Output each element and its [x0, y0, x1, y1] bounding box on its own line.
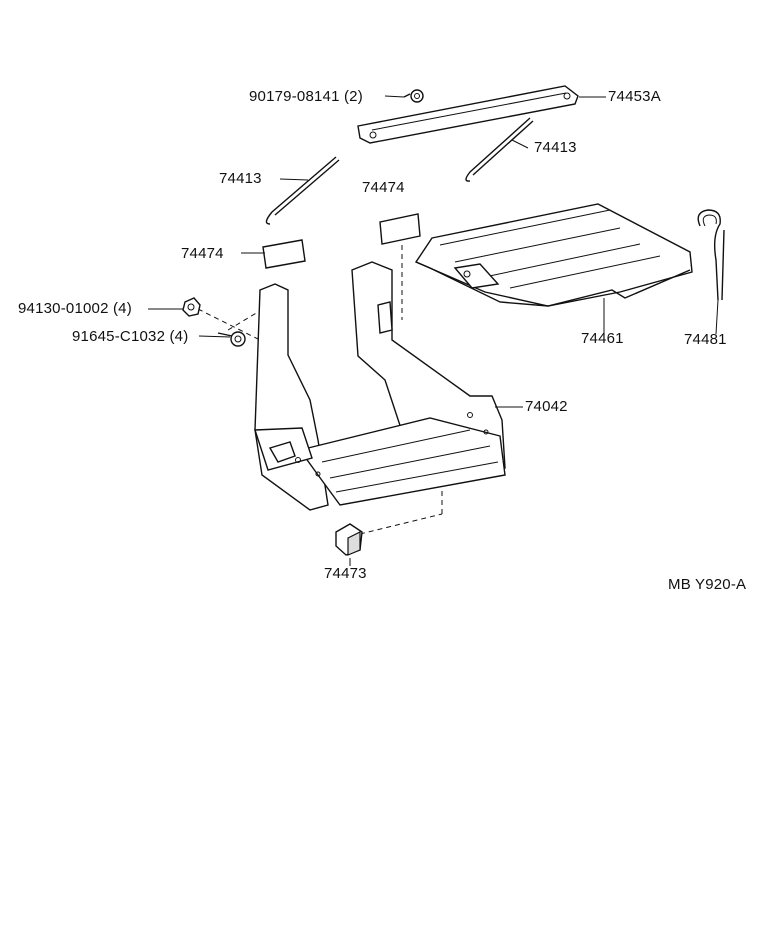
stopper-shape: [335, 523, 363, 556]
label-hold-down-rod: 74453A: [608, 88, 661, 105]
carrier: [254, 261, 506, 511]
label-nut: 94130-01002 (4): [18, 300, 132, 317]
battery-tray: [414, 203, 693, 307]
pad-left: [262, 239, 306, 269]
label-pad-left: 74474: [181, 245, 224, 262]
clamp-shape: [697, 209, 725, 301]
label-clamp-bolt-right: 74413: [534, 139, 577, 156]
label-carrier: 74042: [525, 398, 568, 415]
label-tray: 74461: [581, 330, 624, 347]
label-bolt: 91645-C1032 (4): [72, 328, 189, 345]
clamp-bolt-right: [465, 117, 534, 182]
label-stopper: 74473: [324, 565, 367, 582]
label-clamp-bolt-left: 74413: [219, 170, 262, 187]
pad-center: [379, 213, 421, 245]
hold-down-rod: [357, 85, 579, 144]
diagram-id: MB Y920-A: [668, 576, 747, 593]
label-clamp: 74481: [684, 331, 727, 348]
clamp-bolt-left: [265, 156, 340, 225]
bolt-shape: [217, 331, 246, 347]
label-pad-center: 74474: [362, 179, 405, 196]
leader-lines: [148, 95, 719, 566]
label-bolt-nut: 90179-08141 (2): [249, 88, 363, 105]
nut-shape: [182, 297, 201, 317]
bolt-nut-shape: [403, 89, 424, 103]
